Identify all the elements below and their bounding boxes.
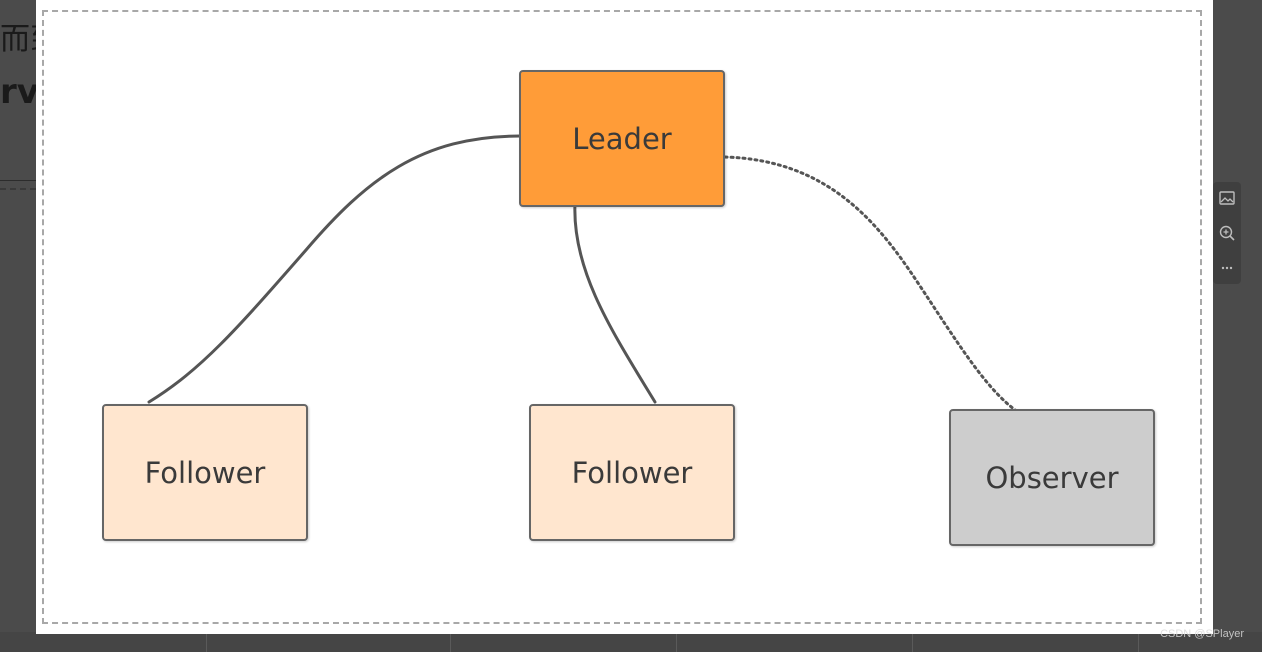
- diagram-dashed-frame: [42, 10, 1202, 624]
- zoom-in-icon[interactable]: [1215, 221, 1239, 245]
- leader-node: Leader: [519, 70, 725, 207]
- image-preview-panel: Leader Follower Follower Observer: [36, 0, 1213, 634]
- follower-node-label: Follower: [144, 455, 266, 490]
- follower-node-label: Follower: [571, 455, 693, 490]
- image-icon[interactable]: [1215, 186, 1239, 210]
- watermark: CSDN @SPlayer: [1160, 628, 1244, 640]
- diagram-connectors: [147, 134, 1020, 414]
- observer-node-label: Observer: [985, 460, 1119, 495]
- image-viewer-toolbar: [1213, 182, 1241, 284]
- background-dashed-divider: [0, 188, 36, 190]
- observer-node: Observer: [949, 409, 1155, 546]
- bottom-strip: [0, 632, 1262, 652]
- more-icon[interactable]: [1215, 256, 1239, 280]
- leader-node-label: Leader: [572, 121, 672, 156]
- follower-node: Follower: [529, 404, 735, 541]
- follower-node: Follower: [102, 404, 308, 541]
- edge-leader-follower-1: [147, 134, 522, 404]
- background-heading: rve: [0, 72, 36, 112]
- background-divider: [0, 180, 36, 181]
- edge-leader-observer: [723, 155, 1020, 414]
- background-text-line: 而到: [0, 22, 36, 57]
- edge-leader-follower-2: [573, 201, 657, 404]
